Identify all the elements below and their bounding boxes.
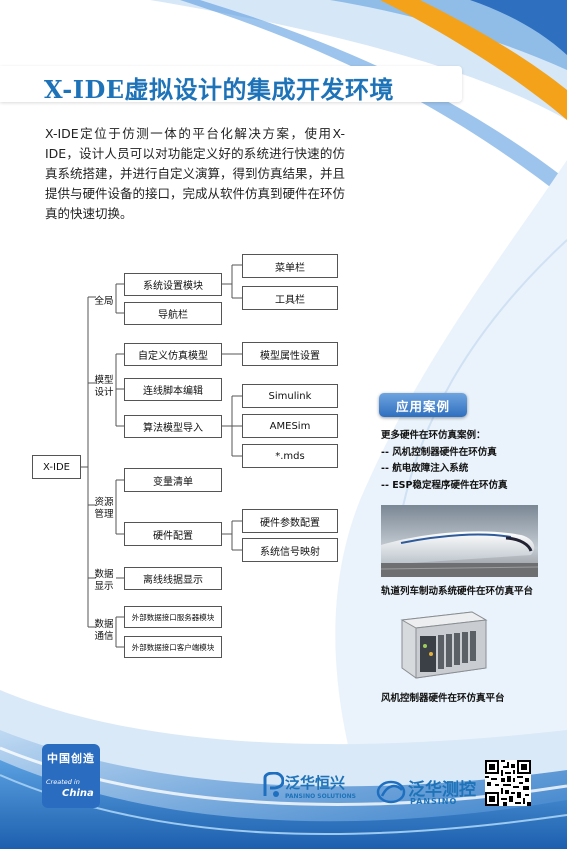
group-label-global: 全局 — [94, 296, 114, 307]
node-amesim: AMESim — [242, 414, 338, 438]
controller-photo — [392, 606, 488, 680]
node-mds: *.mds — [242, 444, 338, 468]
node-navbar: 导航栏 — [124, 302, 222, 325]
group-label-model-design: 模型设计 — [94, 375, 114, 398]
qr-code-icon — [485, 760, 531, 806]
logo1-cn: 泛华恒兴 — [285, 774, 346, 792]
node-toolbar: 工具栏 — [242, 286, 338, 310]
caption-train: 轨道列车制动系统硬件在环仿真平台 — [381, 586, 534, 597]
logo2-en: PANSINO — [410, 797, 458, 806]
node-menubar: 菜单栏 — [242, 254, 338, 278]
node-hw-params: 硬件参数配置 — [242, 509, 338, 533]
group-label-resource: 资源管理 — [94, 497, 114, 520]
title-banner: X-IDE虚拟设计的集成开发环境 — [0, 66, 462, 104]
case-item: -- ESP稳定程序硬件在环仿真 — [381, 479, 508, 491]
logo1-en: PANSINO SOLUTIONS — [285, 793, 356, 800]
node-algo-import: 算法模型导入 — [124, 415, 222, 438]
pansino-logo-icon — [376, 780, 406, 804]
seal-china: China — [62, 788, 94, 799]
logo2-cn: 泛华测控 — [408, 780, 476, 800]
train-photo — [381, 505, 538, 577]
caption-controller: 风机控制器硬件在环仿真平台 — [381, 693, 505, 704]
tree-root: X-IDE — [32, 455, 81, 479]
node-simulink: Simulink — [242, 384, 338, 408]
node-offline-display: 离线线据显示 — [124, 567, 222, 590]
node-sys-signal: 系统信号映射 — [242, 538, 338, 562]
seal-chars: 中国创造 — [47, 752, 95, 765]
case-badge: 应用案例 — [379, 393, 467, 417]
seal-created-in: Created in — [46, 778, 80, 786]
intro-paragraph: X-IDE定位于仿测一体的平台化解决方案，使用X-IDE，设计人员可以对功能定义… — [45, 126, 346, 221]
node-custom-model: 自定义仿真模型 — [124, 343, 222, 366]
node-ext-client: 外部数据接口客户端模块 — [124, 636, 222, 658]
node-var-list: 变量清单 — [124, 468, 222, 492]
pansino-solutions-logo-icon — [262, 771, 285, 798]
node-system-settings: 系统设置模块 — [124, 273, 222, 296]
case-list: 更多硬件在环仿真案例： -- 风机控制器硬件在环仿真 -- 航电故障注入系统 -… — [381, 428, 508, 494]
case-item: -- 风机控制器硬件在环仿真 — [381, 446, 497, 458]
node-model-props: 模型属性设置 — [242, 342, 338, 366]
created-in-china-seal: 中国创造 Created in China — [42, 744, 100, 808]
case-heading: 更多硬件在环仿真案例： — [381, 430, 486, 441]
case-item: -- 航电故障注入系统 — [381, 463, 469, 474]
node-script-edit: 连线脚本编辑 — [124, 378, 222, 401]
group-label-display: 数据显示 — [94, 569, 114, 592]
node-hw-config: 硬件配置 — [124, 522, 222, 546]
node-ext-server: 外部数据接口服务器模块 — [124, 606, 222, 628]
group-label-comm: 数据通信 — [94, 619, 114, 642]
page-title: X-IDE虚拟设计的集成开发环境 — [44, 75, 395, 104]
